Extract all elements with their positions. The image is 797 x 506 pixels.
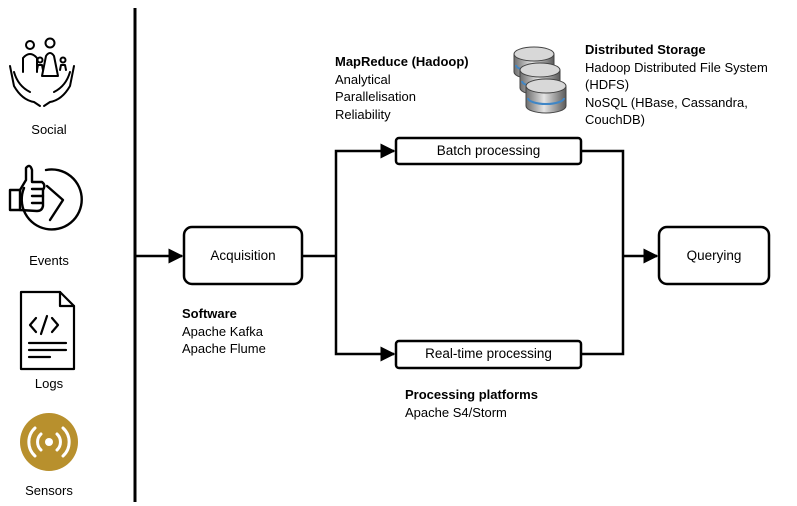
software-note: Software Apache Kafka Apache Flume [182, 305, 266, 358]
acquisition-label: Acquisition [210, 248, 276, 263]
wireless-sensor-icon [20, 413, 78, 471]
family-hands-icon [9, 37, 75, 107]
querying-box [657, 225, 771, 286]
mapreduce-line: Parallelisation [335, 89, 416, 104]
software-line: Apache Kafka [182, 323, 263, 339]
storage-note: Distributed Storage Hadoop Distributed F… [585, 41, 768, 129]
source-label-events: Events [29, 253, 69, 268]
database-stack-icon [513, 46, 567, 114]
storage-line: CouchDB) [585, 112, 645, 127]
mapreduce-line: Reliability [335, 106, 391, 122]
line-batch-out [581, 149, 625, 256]
storage-line: Hadoop Distributed File System [585, 59, 768, 75]
source-label-logs: Logs [34, 376, 64, 391]
clock-thumbs-up-icon [8, 164, 83, 231]
storage-line: NoSQL (HBase, Cassandra, [585, 94, 748, 110]
platforms-line: Apache S4/Storm [405, 404, 507, 420]
mapreduce-note: MapReduce (Hadoop) Analytical Parallelis… [335, 53, 469, 123]
software-line: Apache Flume [182, 341, 266, 356]
storage-line: (HDFS) [585, 77, 630, 92]
mapreduce-line: Analytical [335, 71, 391, 87]
mapreduce-heading: MapReduce (Hadoop) [335, 54, 469, 69]
querying-label: Querying [686, 248, 742, 263]
line-realtime-out [581, 256, 625, 356]
acquisition-box [182, 225, 304, 286]
connectors [136, 143, 659, 362]
batch-processing-label: Batch processing [436, 143, 541, 158]
arrow-to-batch [334, 143, 396, 256]
code-document-icon [19, 290, 76, 371]
platforms-note: Processing platforms Apache S4/Storm [405, 386, 538, 421]
storage-heading: Distributed Storage [585, 42, 706, 57]
batch-box [394, 136, 583, 166]
realtime-processing-label: Real-time processing [425, 346, 552, 361]
source-label-social: Social [31, 122, 67, 137]
realtime-box [394, 339, 583, 370]
source-label-sensors: Sensors [25, 483, 73, 498]
platforms-heading: Processing platforms [405, 387, 538, 402]
arrow-to-realtime [334, 256, 396, 362]
software-heading: Software [182, 306, 237, 321]
